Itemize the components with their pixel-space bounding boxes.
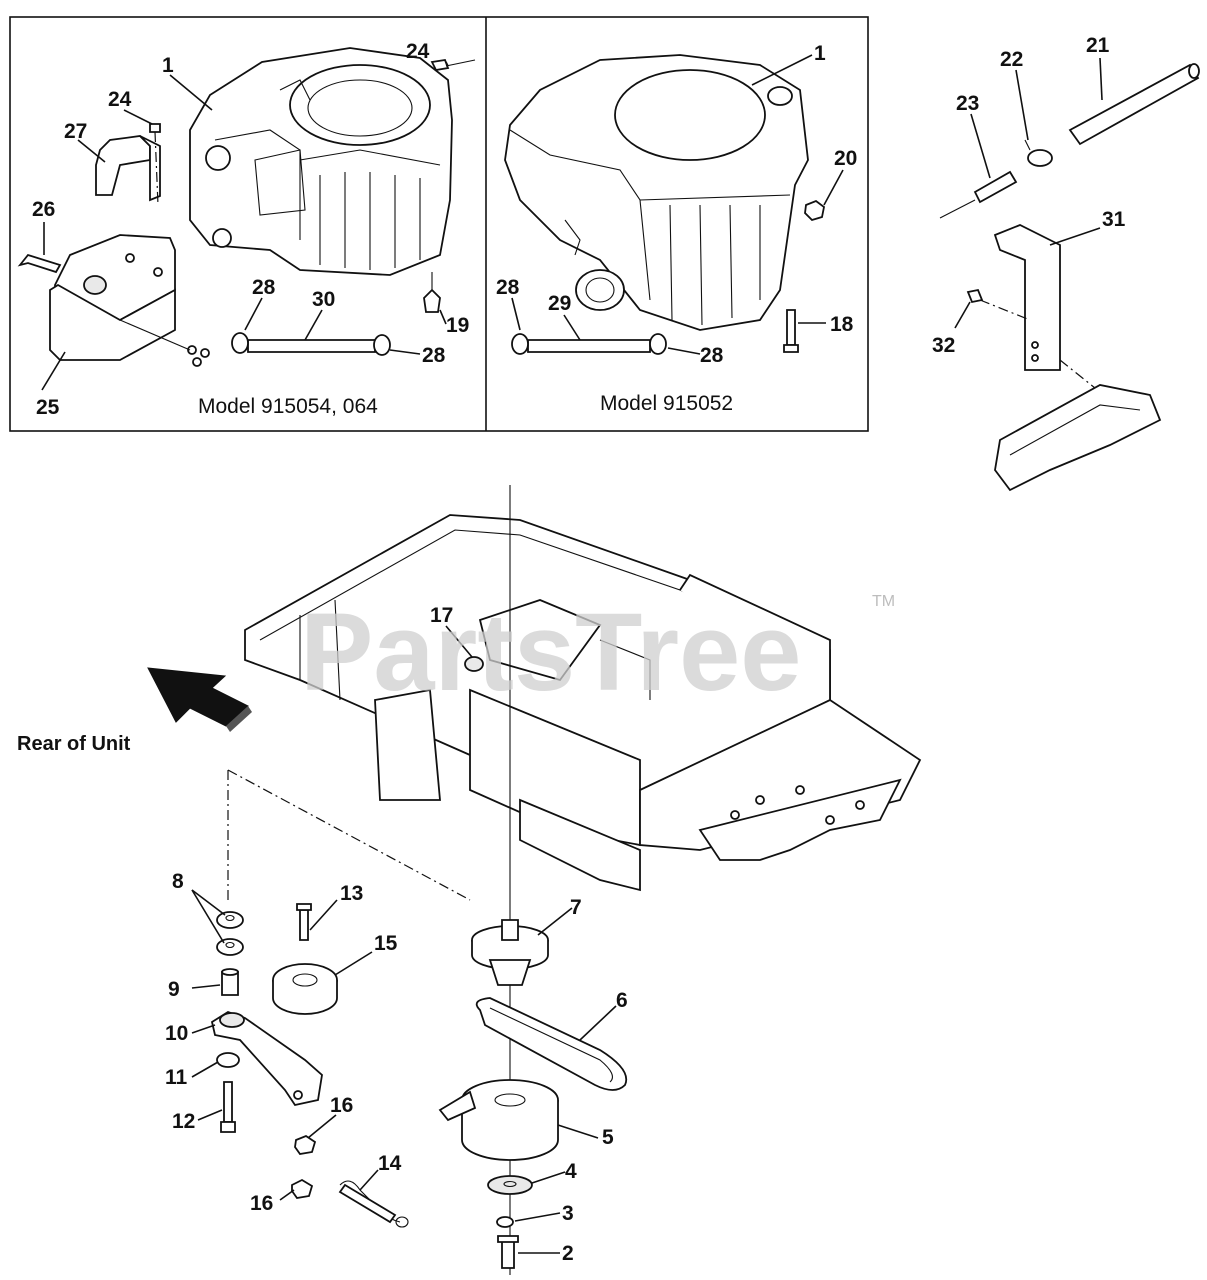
callout-5: 5 [602, 1126, 614, 1149]
callout-6: 6 [616, 989, 628, 1012]
watermark-text: PartsTree [300, 591, 801, 714]
callout-10: 10 [165, 1022, 188, 1045]
callout-21: 21 [1086, 34, 1110, 57]
engine-model-915052 [504, 54, 825, 355]
callout-23: 23 [956, 92, 979, 115]
callout-28: 28 [422, 344, 446, 367]
left-panel-caption: Model 915054, 064 [198, 395, 378, 418]
callout-19: 19 [446, 314, 469, 337]
callout-25: 25 [36, 396, 60, 419]
mower-frame [227, 485, 922, 1275]
callout-1: 1 [814, 42, 826, 65]
callouts: 1 24 24 27 26 25 28 30 28 19 1 20 28 29 … [32, 34, 1126, 1265]
callout-27: 27 [64, 120, 87, 143]
callout-29: 29 [548, 292, 571, 315]
callout-30: 30 [312, 288, 335, 311]
callout-18: 18 [830, 313, 854, 336]
engine-panels [9, 16, 869, 432]
callout-28: 28 [496, 276, 520, 299]
callout-16: 16 [250, 1192, 273, 1215]
callout-7: 7 [570, 896, 582, 919]
callout-11: 11 [165, 1066, 188, 1089]
rear-direction-arrow [147, 667, 252, 732]
leader-lines [41, 54, 1103, 1254]
callout-13: 13 [340, 882, 363, 905]
rear-of-unit-label: Rear of Unit [17, 733, 131, 755]
callout-1: 1 [162, 54, 174, 77]
callout-24: 24 [108, 88, 132, 111]
throttle-bracket-group [939, 63, 1200, 492]
callout-32: 32 [932, 334, 955, 357]
callout-14: 14 [378, 1152, 402, 1175]
callout-20: 20 [834, 147, 857, 170]
idler-assembly [210, 903, 409, 1228]
callout-28: 28 [252, 276, 276, 299]
callout-26: 26 [32, 198, 55, 221]
callout-24: 24 [406, 40, 430, 63]
callout-12: 12 [172, 1110, 195, 1133]
callout-28: 28 [700, 344, 724, 367]
right-panel-caption: Model 915052 [600, 392, 733, 415]
callout-31: 31 [1102, 208, 1126, 231]
callout-15: 15 [374, 932, 398, 955]
callout-17: 17 [430, 604, 453, 627]
callout-9: 9 [168, 978, 180, 1001]
callout-16: 16 [330, 1094, 353, 1117]
engine-model-915054 [17, 47, 476, 367]
callout-4: 4 [565, 1160, 577, 1183]
clutch-pulley-assembly [438, 919, 628, 1269]
callout-2: 2 [562, 1242, 574, 1265]
watermark-trademark: TM [872, 593, 895, 610]
callout-3: 3 [562, 1202, 574, 1225]
callout-8: 8 [172, 870, 184, 893]
callout-22: 22 [1000, 48, 1023, 71]
watermark: PartsTree TM [300, 591, 895, 714]
